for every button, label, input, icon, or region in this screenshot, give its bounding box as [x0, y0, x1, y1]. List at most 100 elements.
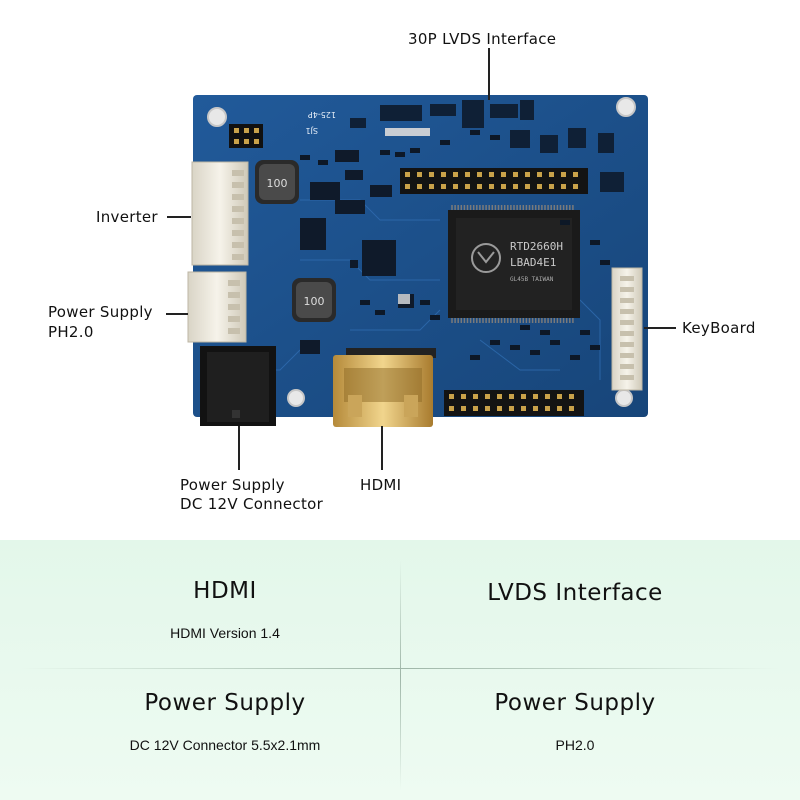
pcb-detail: [561, 184, 566, 189]
pcb-detail: [521, 394, 526, 399]
pcb-detail: [417, 172, 422, 177]
controller-board-image: 125-4P SJ1 100 100: [187, 95, 648, 427]
feature-subtitle-power-ph: PH2.0: [555, 737, 595, 753]
pcb-detail: [573, 184, 578, 189]
feature-subtitle-hdmi: HDMI Version 1.4: [170, 625, 280, 641]
pcb-detail: [461, 394, 466, 399]
pcb-detail: [620, 331, 634, 336]
pcb-detail: [453, 172, 458, 177]
feature-title-power-ph: Power Supply: [494, 690, 656, 716]
lvds-callout-line: [488, 48, 490, 100]
pcb-detail: [490, 340, 500, 345]
pcb-detail: [485, 406, 490, 411]
pcb-detail: [470, 355, 480, 360]
pcb-detail: [429, 184, 434, 189]
pcb-detail: [557, 394, 562, 399]
mount-hole: [616, 97, 636, 117]
pcb-detail: [232, 170, 244, 176]
pcb-detail: [620, 276, 634, 281]
pcb-detail: [497, 394, 502, 399]
pcb-detail: [228, 280, 240, 286]
mount-hole: [615, 389, 633, 407]
pcb-detail: [540, 330, 550, 335]
silk-sj: SJ1: [305, 126, 318, 135]
svg-text:100: 100: [267, 177, 288, 190]
pcb-detail: [410, 148, 420, 153]
pcb-detail: [473, 394, 478, 399]
pcb-detail: [549, 184, 554, 189]
dc-jack: [200, 346, 276, 426]
pcb-detail: [489, 184, 494, 189]
pcb-detail: [580, 330, 590, 335]
pcb-detail: [232, 218, 244, 224]
pcb-detail: [228, 328, 240, 334]
pcb-detail: [620, 375, 634, 380]
pcb-detail: [525, 172, 530, 177]
pcb-detail: [550, 340, 560, 345]
inverter-callout-line: [167, 216, 191, 218]
ph-callout-line: [166, 313, 188, 315]
feature-title-hdmi: HDMI: [193, 578, 257, 604]
pcb-detail: [521, 406, 526, 411]
horizontal-divider: [20, 668, 780, 669]
pcb-detail: [440, 140, 450, 145]
pcb-detail: [417, 184, 422, 189]
pcb-detail: [513, 172, 518, 177]
keyboard-connector: [611, 267, 643, 391]
pcb-detail: [441, 184, 446, 189]
svg-text:LBAD4E1: LBAD4E1: [510, 256, 556, 269]
pcb-detail: [620, 320, 634, 325]
pcb-detail: [561, 172, 566, 177]
pcb-detail: [590, 345, 600, 350]
pcb-detail: [430, 315, 440, 320]
pcb-detail: [470, 130, 480, 135]
pcb-detail: [600, 260, 610, 265]
pcb-detail: [513, 184, 518, 189]
pcb-detail: [318, 160, 328, 165]
jumper-header: [229, 124, 263, 148]
label-inverter: Inverter: [96, 208, 158, 226]
label-power-dc-2: DC 12V Connector: [180, 495, 324, 513]
inverter-connector: [191, 161, 249, 266]
label-power-dc-1: Power Supply: [180, 476, 285, 494]
pcb-detail: [520, 325, 530, 330]
pcb-detail: [620, 309, 634, 314]
pcb-detail: [590, 240, 600, 245]
pcb-detail: [405, 184, 410, 189]
pcb-detail: [620, 364, 634, 369]
pcb-detail: [449, 394, 454, 399]
pcb-detail: [489, 172, 494, 177]
pcb-detail: [501, 184, 506, 189]
pcb-detail: [465, 184, 470, 189]
pcb-detail: [395, 152, 405, 157]
pcb-detail: [461, 406, 466, 411]
pcb-detail: [545, 406, 550, 411]
pcb-detail: [232, 206, 244, 212]
hdmi-callout-line: [381, 426, 383, 470]
pcb-detail: [441, 172, 446, 177]
svg-text:GL45B TAIWAN: GL45B TAIWAN: [510, 276, 554, 283]
svg-text:RTD2660H: RTD2660H: [510, 240, 563, 253]
pcb-detail: [537, 172, 542, 177]
feature-title-power-dc: Power Supply: [144, 690, 306, 716]
pcb-detail: [232, 230, 244, 236]
feature-subtitle-power-dc: DC 12V Connector 5.5x2.1mm: [129, 737, 321, 753]
pcb-detail: [490, 135, 500, 140]
pcb-detail: [465, 172, 470, 177]
svg-text:100: 100: [304, 295, 325, 308]
keyboard-callout-line: [644, 327, 676, 329]
pcb-detail: [300, 155, 310, 160]
vertical-divider: [400, 560, 401, 790]
label-power-ph-1: Power Supply: [48, 303, 153, 321]
pcb-detail: [620, 298, 634, 303]
pcb-detail: [510, 345, 520, 350]
pcb-detail: [501, 172, 506, 177]
label-hdmi: HDMI: [360, 476, 402, 494]
label-lvds: 30P LVDS Interface: [408, 30, 557, 48]
pcb-detail: [449, 406, 454, 411]
pcb-detail: [473, 406, 478, 411]
pcb-detail: [560, 220, 570, 225]
pcb-detail: [228, 316, 240, 322]
inductor-bottom: 100: [292, 278, 336, 322]
pcb-detail: [533, 406, 538, 411]
